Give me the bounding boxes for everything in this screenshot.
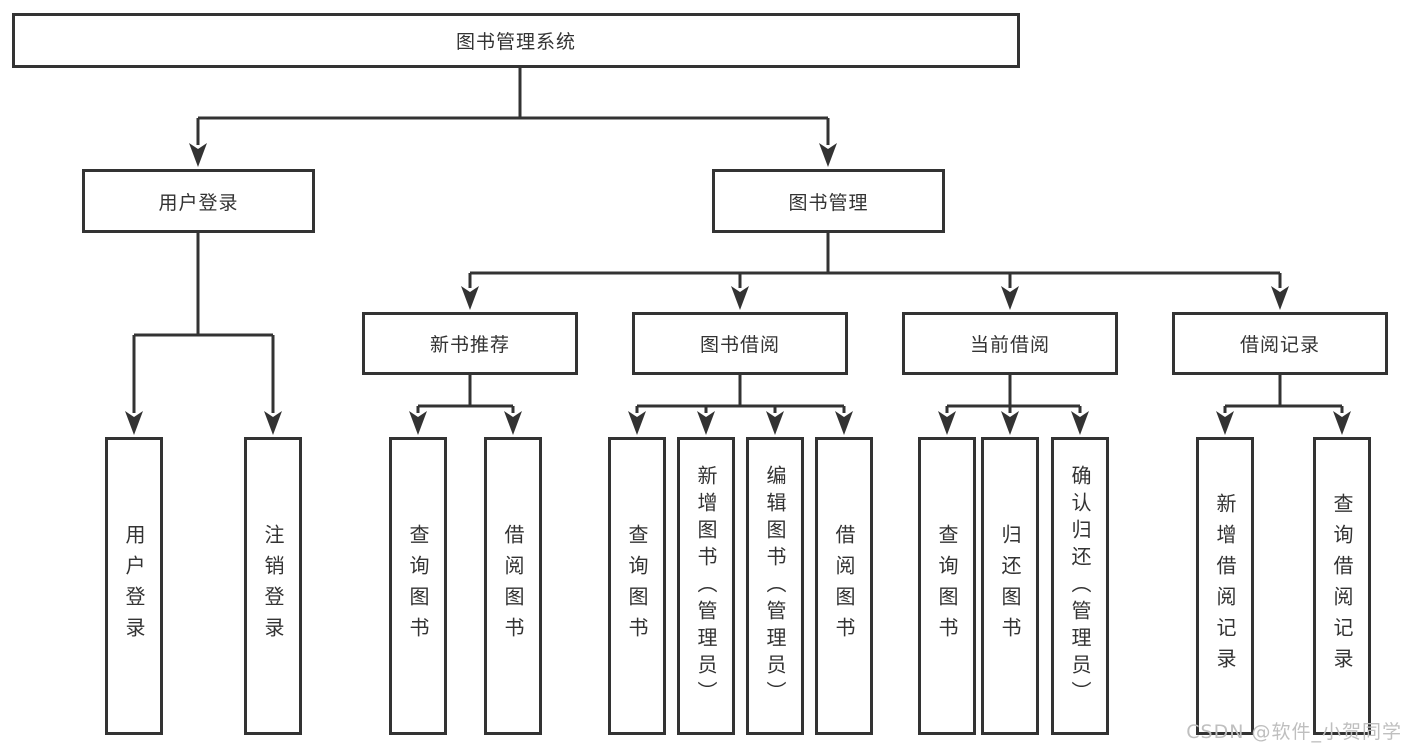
leaf-query-books-borrow: 查询图书 (608, 437, 666, 735)
node-book-borrow: 图书借阅 (632, 312, 848, 375)
leaf-borrow-books: 借阅图书 (815, 437, 873, 735)
leaf-label: 确认归还（管理员） (1068, 464, 1092, 708)
node-label: 当前借阅 (969, 334, 1050, 356)
node-new-book-recommend: 新书推荐 (362, 312, 578, 375)
node-borrow-record: 借阅记录 (1172, 312, 1388, 375)
leaf-label: 借阅图书 (501, 524, 525, 648)
leaf-label: 用户登录 (122, 524, 146, 648)
node-label: 新书推荐 (429, 334, 510, 356)
node-user-login: 用户登录 (82, 169, 315, 233)
node-book-management: 图书管理 (712, 169, 945, 233)
node-label: 借阅记录 (1239, 334, 1320, 356)
node-label: 图书管理系统 (455, 31, 576, 53)
leaf-label: 借阅图书 (832, 524, 856, 648)
leaf-add-borrow-record: 新增借阅记录 (1196, 437, 1254, 735)
leaf-label: 注销登录 (261, 524, 285, 648)
leaf-query-borrow-record: 查询借阅记录 (1313, 437, 1371, 735)
node-label: 用户登录 (158, 191, 239, 214)
leaf-label: 新增图书（管理员） (694, 464, 718, 708)
leaf-confirm-return-admin: 确认归还（管理员） (1051, 437, 1109, 735)
leaf-return-books: 归还图书 (981, 437, 1039, 735)
leaf-user-login: 用户登录 (105, 437, 163, 735)
csdn-watermark: CSDN @软件_小贺同学 (1186, 721, 1402, 743)
leaf-add-books-admin: 新增图书（管理员） (677, 437, 735, 735)
node-label: 图书借阅 (699, 334, 780, 356)
leaf-label: 新增借阅记录 (1213, 493, 1237, 679)
leaf-label: 编辑图书（管理员） (763, 464, 787, 708)
leaf-query-books-recommend: 查询图书 (389, 437, 447, 735)
leaf-label: 归还图书 (998, 524, 1022, 648)
leaf-label: 查询图书 (625, 524, 649, 648)
leaf-logout: 注销登录 (244, 437, 302, 735)
leaf-label: 查询借阅记录 (1330, 493, 1354, 679)
node-label: 图书管理 (788, 191, 869, 214)
leaf-edit-books-admin: 编辑图书（管理员） (746, 437, 804, 735)
node-library-management-system: 图书管理系统 (12, 13, 1020, 68)
node-current-borrow: 当前借阅 (902, 312, 1118, 375)
leaf-label: 查询图书 (935, 524, 959, 648)
leaf-query-books-current: 查询图书 (918, 437, 976, 735)
leaf-label: 查询图书 (406, 524, 430, 648)
leaf-borrow-books-recommend: 借阅图书 (484, 437, 542, 735)
